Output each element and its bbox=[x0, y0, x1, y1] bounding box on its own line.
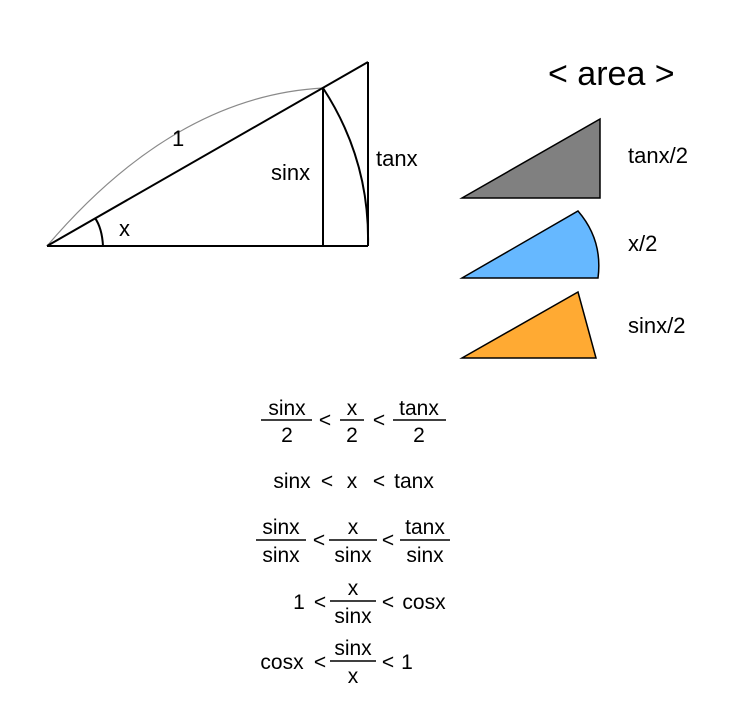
fraction-denominator: 2 bbox=[413, 424, 425, 447]
equation-term: sinx bbox=[273, 470, 311, 493]
angle-label: x bbox=[119, 216, 130, 241]
angle-arc bbox=[94, 217, 104, 247]
circle-arc bbox=[322, 87, 370, 247]
equation-term: tanx bbox=[394, 470, 434, 493]
derivation: sinx 2 < x 2 < tanx 2 sinx < x < tanx si… bbox=[256, 397, 450, 688]
radius-arc bbox=[46, 87, 324, 247]
sin-area-label: sinx/2 bbox=[628, 313, 685, 338]
less-than-symbol: < bbox=[382, 529, 394, 552]
less-than-symbol: < bbox=[373, 470, 385, 493]
equation-line-5: cosx < sinx x < 1 bbox=[260, 637, 412, 688]
less-than-symbol: < bbox=[382, 591, 394, 614]
less-than-symbol: < bbox=[319, 409, 331, 432]
sector-area-label: x/2 bbox=[628, 231, 657, 256]
equation-term: cosx bbox=[402, 591, 446, 614]
equation-term: cosx bbox=[260, 651, 304, 674]
less-than-symbol: < bbox=[321, 470, 333, 493]
tan-area-triangle bbox=[459, 117, 601, 199]
fraction-denominator: x bbox=[348, 665, 359, 688]
tan-area-label: tanx/2 bbox=[628, 143, 688, 168]
equation-term: x bbox=[347, 470, 358, 493]
fraction-denominator: sinx bbox=[262, 544, 300, 567]
less-than-symbol: < bbox=[313, 529, 325, 552]
less-than-symbol: < bbox=[373, 409, 385, 432]
equation-term: 1 bbox=[293, 591, 305, 614]
hypotenuse-line bbox=[46, 61, 369, 247]
area-title: < area > bbox=[548, 55, 675, 93]
less-than-symbol: < bbox=[314, 651, 326, 674]
sector-area-shape bbox=[459, 210, 600, 279]
fraction-numerator: tanx bbox=[399, 397, 439, 420]
fraction-numerator: sinx bbox=[262, 516, 300, 539]
sin-area-triangle bbox=[459, 290, 597, 359]
fraction-numerator: x bbox=[348, 516, 359, 539]
unit-circle-figure: 1 x sinx tanx bbox=[46, 61, 418, 247]
sine-label: sinx bbox=[271, 160, 310, 185]
equation-line-4: 1 < x sinx < cosx bbox=[293, 577, 446, 628]
tangent-label: tanx bbox=[376, 146, 418, 171]
equation-line-3: sinx sinx < x sinx < tanx sinx bbox=[256, 516, 450, 567]
equation-line-2: sinx < x < tanx bbox=[273, 470, 434, 493]
equation-line-1: sinx 2 < x 2 < tanx 2 bbox=[261, 397, 446, 447]
radius-label: 1 bbox=[172, 126, 184, 151]
equation-term: 1 bbox=[401, 651, 413, 674]
less-than-symbol: < bbox=[314, 591, 326, 614]
fraction-denominator: 2 bbox=[346, 424, 358, 447]
fraction-denominator: sinx bbox=[406, 544, 444, 567]
fraction-numerator: sinx bbox=[268, 397, 306, 420]
fraction-denominator: sinx bbox=[334, 544, 372, 567]
fraction-numerator: x bbox=[348, 577, 359, 600]
fraction-numerator: sinx bbox=[334, 637, 372, 660]
less-than-symbol: < bbox=[382, 651, 394, 674]
fraction-denominator: sinx bbox=[334, 605, 372, 628]
fraction-numerator: tanx bbox=[405, 516, 445, 539]
area-panel: < area > tanx/2 x/2 sinx/2 bbox=[459, 55, 688, 359]
fraction-numerator: x bbox=[347, 397, 358, 420]
fraction-denominator: 2 bbox=[281, 424, 293, 447]
